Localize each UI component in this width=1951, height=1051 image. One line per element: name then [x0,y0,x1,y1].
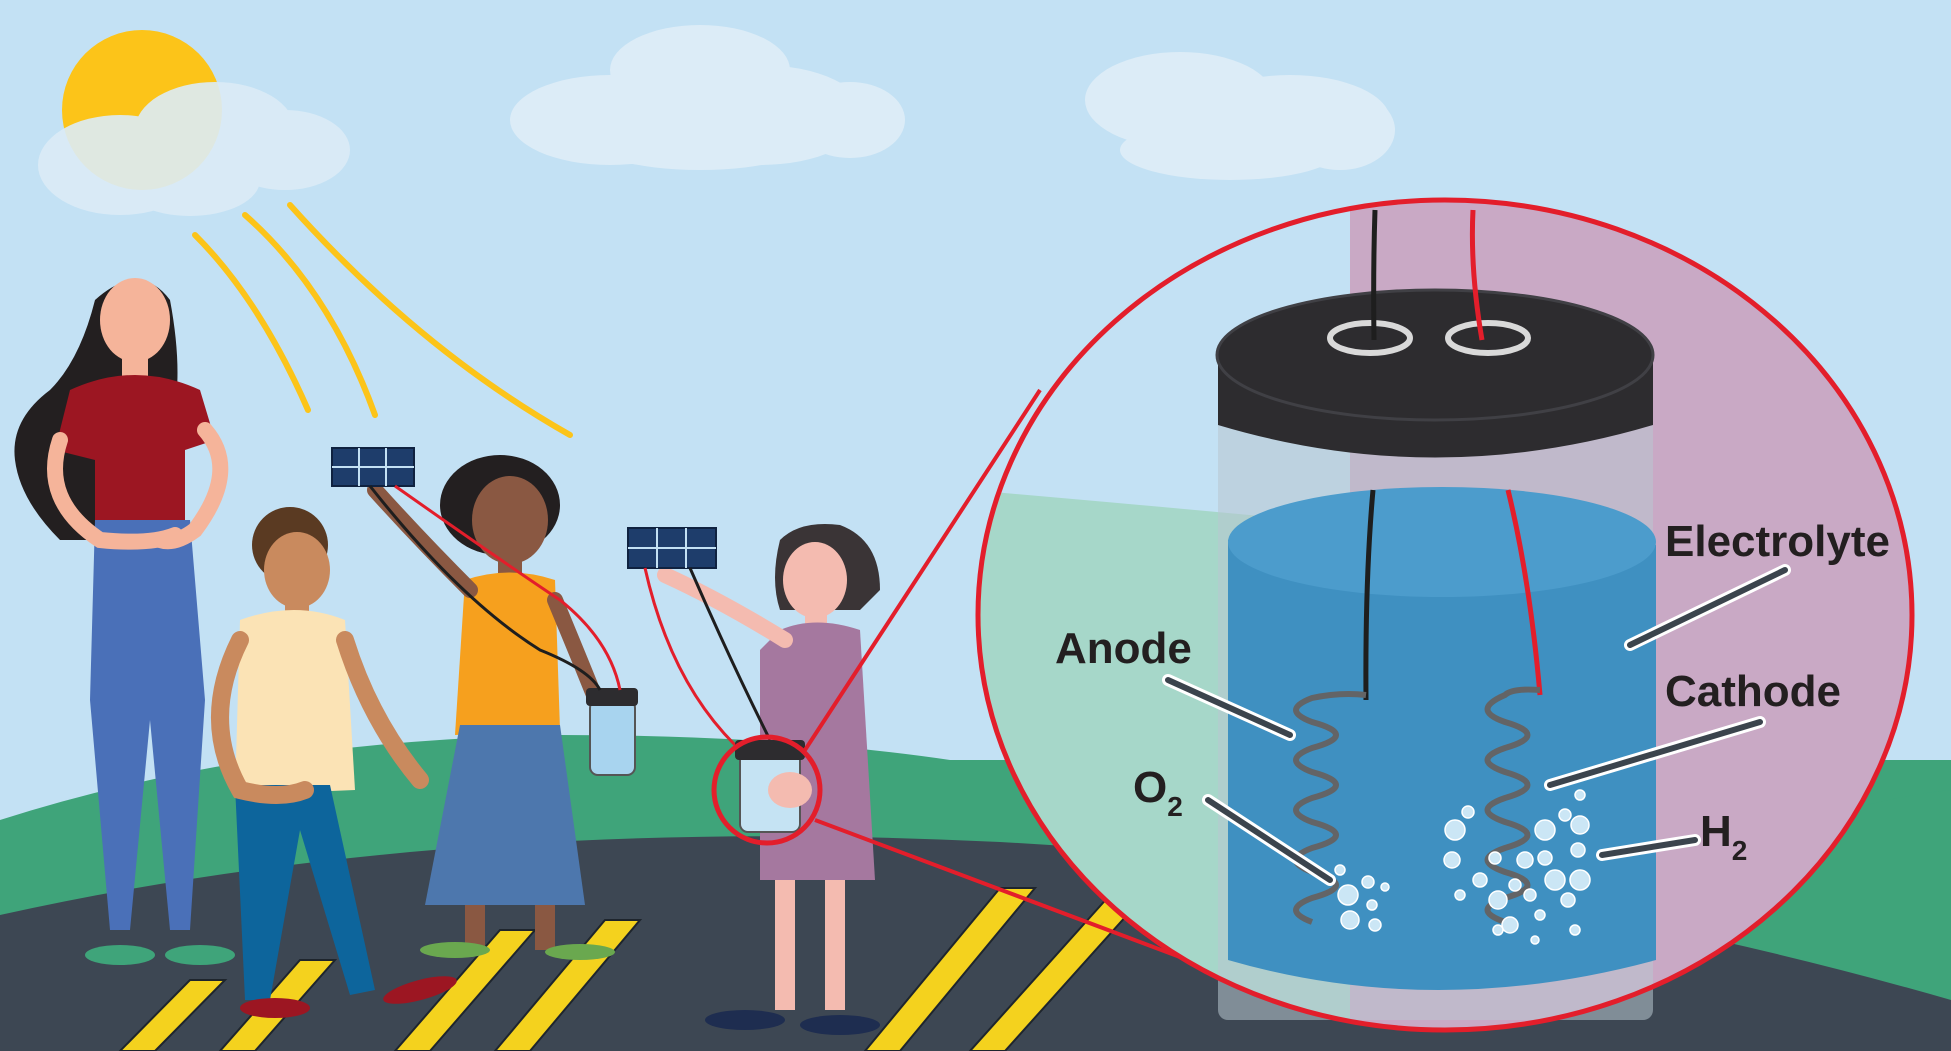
label-oxygen-main: O [1133,763,1167,812]
wire-black [1371,209,1378,341]
bubble-icon [1443,789,1591,945]
jar-icon [586,688,638,776]
girl-orange-figure [367,455,615,960]
bubble-icon [1334,864,1390,932]
wire-red [394,484,622,691]
label-cathode: Cathode [1665,667,1841,716]
label-oxygen: O2 [1133,763,1183,822]
zoom-connector-line [803,388,1042,752]
label-anode: Anode [1055,624,1192,673]
solar-panel-icon [331,447,415,487]
label-hydrogen-main: H [1700,807,1732,856]
leader-lines [1162,564,1791,886]
cloud-icon [1085,52,1395,180]
label-hydrogen-sub: 2 [1732,835,1748,866]
wire-red [1505,489,1543,696]
cloud-icon [510,25,905,170]
wire-black [688,567,772,741]
jar-lid-top [1217,290,1653,420]
zoom-ring [975,197,1915,1033]
wire-red [1469,209,1485,341]
solar-panel-icon [627,527,717,569]
wire-black [1363,489,1376,701]
wire-black [368,485,602,691]
jar-icon [735,740,812,833]
woman-figure [14,278,235,965]
jar-large-icon [1215,288,1656,1020]
zoom-connector-line [814,818,1189,962]
sun-rays [192,202,573,438]
label-electrolyte: Electrolyte [1665,517,1890,566]
wire-red [643,567,737,747]
label-oxygen-sub: 2 [1167,791,1183,822]
coil-electrode-icon [1484,686,1541,925]
boy-figure [211,507,457,1018]
zoom-source-ring [711,734,823,846]
cloud-icon [38,82,350,216]
label-hydrogen: H2 [1700,807,1747,866]
